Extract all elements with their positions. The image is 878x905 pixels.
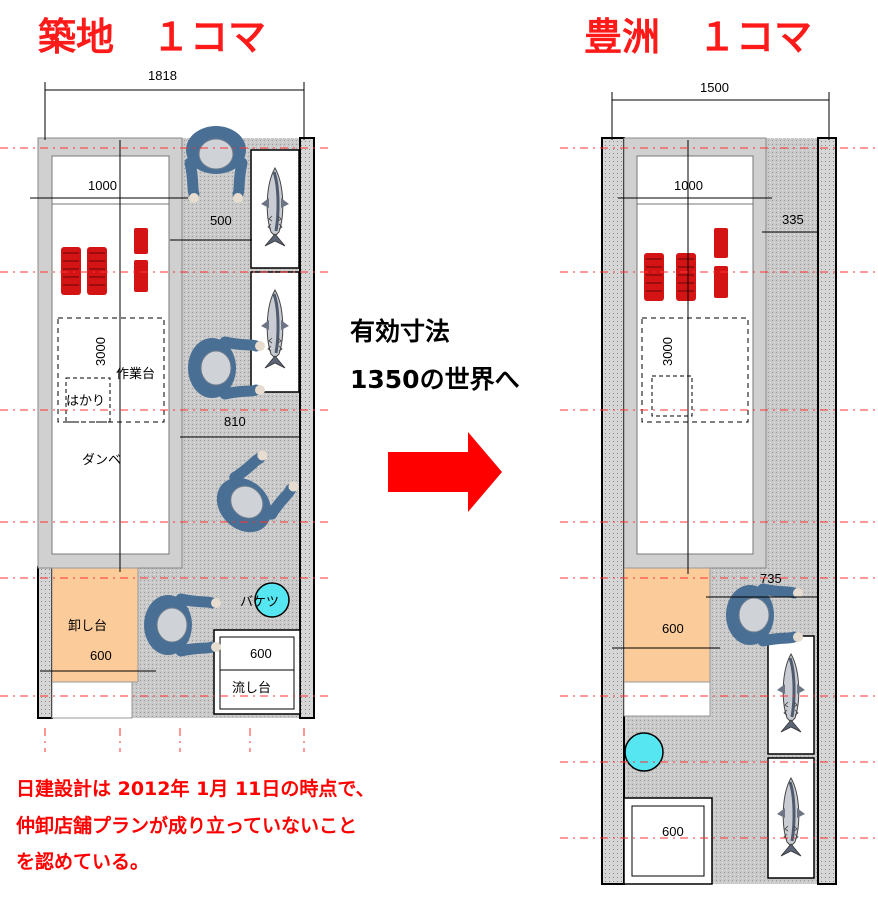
left-width-dim: 1818: [148, 68, 177, 83]
left-floor-plan: 1818 1000 500 3000 810 600 作業台 はかり ダンベ バ…: [30, 68, 315, 719]
left-left-wall: [37, 566, 53, 719]
right-floor-plan: 1500 1000 335 3000 735 600 600: [601, 80, 837, 885]
left-unload-dim: 600: [90, 648, 112, 663]
right-arrow-icon: [388, 432, 502, 512]
note-line-1: 日建設計は 2012年 1月 11日の時点で、: [16, 777, 375, 800]
left-bucket-label: バケツ: [240, 595, 279, 610]
note-line-2: 仲卸店舗プランが成り立っていないこと: [16, 814, 357, 837]
left-aisle-dim-2: 810: [224, 414, 246, 429]
right-right-wall: [817, 137, 837, 885]
left-scale-outline: [65, 377, 111, 423]
left-sink-dim: 600: [250, 646, 272, 661]
left-worktable-label: 作業台: [116, 366, 155, 382]
right-worktable-outline: [641, 317, 749, 423]
center-line-1: 有効寸法: [350, 317, 450, 346]
left-table-width-dim: 1000: [88, 178, 117, 193]
right-width-dim: 1500: [700, 80, 729, 95]
grid-lines: [0, 147, 878, 839]
right-aisle-dim: 335: [782, 212, 804, 227]
left-aisle-dim: 500: [210, 213, 232, 228]
right-unload-dim: 600: [662, 621, 684, 636]
note-line-3: を認めている。: [16, 850, 149, 873]
right-unloading-table: [623, 567, 711, 683]
left-worktable-outline: [57, 317, 165, 423]
left-sink-label: 流し台: [232, 681, 271, 696]
left-box-label: ダンベ: [82, 453, 121, 468]
right-table-length-dim: 3000: [660, 337, 675, 366]
left-unload-label: 卸し台: [68, 618, 107, 634]
left-tuna-block-2: [86, 246, 108, 296]
right-tuna-block-2: [675, 252, 697, 302]
right-plan-title: 豊洲 １コマ: [584, 15, 812, 59]
right-sink-dim: 600: [662, 824, 684, 839]
left-bucket: [254, 582, 290, 618]
right-left-wall: [601, 137, 625, 885]
left-table-length-dim: 3000: [93, 337, 108, 366]
right-bucket: [624, 732, 664, 772]
right-scale-outline: [651, 375, 693, 417]
left-tuna-block-1: [60, 246, 82, 296]
left-right-wall: [299, 137, 315, 719]
center-line-2: 1350の世界へ: [350, 365, 520, 394]
right-aisle-dim-2: 735: [760, 571, 782, 586]
left-scale-label: はかり: [66, 394, 105, 409]
left-plan-title: 築地 １コマ: [38, 15, 266, 59]
right-tuna-block-1: [643, 252, 665, 302]
